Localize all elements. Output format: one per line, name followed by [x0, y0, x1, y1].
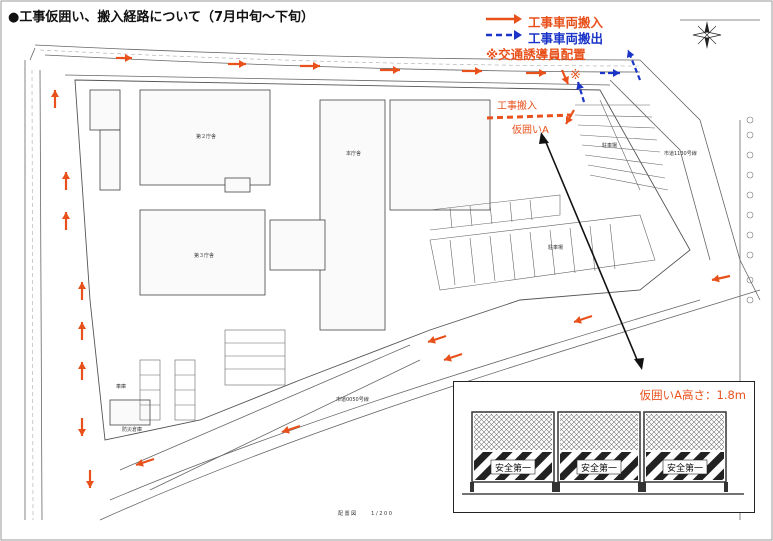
out-route-arrow-head [626, 50, 635, 58]
safety-first-text: 安全第一 [495, 462, 531, 474]
fence-a-line [486, 113, 573, 120]
mesh-panel [560, 414, 638, 450]
in-route-arrow-head [574, 315, 582, 324]
fence-panel: 安全第一 [470, 411, 556, 492]
out-route-arrow-head [576, 82, 584, 90]
in-route-arrow-head [78, 362, 86, 369]
building-3-label: 第３庁舎 [194, 253, 215, 259]
in-route-arrow-head [393, 66, 400, 74]
in-route-arrow-head [51, 90, 59, 97]
in-route-arrow-head [566, 115, 573, 124]
fence-elevation-inset: 仮囲いA高さ：1.8m 安全第一 安全第一 安全第一 [453, 381, 755, 513]
in-route-arrow-head [539, 69, 546, 77]
mesh-panel [474, 414, 552, 450]
entry-label: 工事搬入 [497, 101, 537, 112]
fence-panel: 安全第一 [642, 411, 728, 492]
road-label-east: 市道1130号線 [664, 151, 697, 157]
parking-label-a: 駐車場 [602, 143, 618, 149]
in-route-arrow-head [561, 75, 569, 84]
fence-panel: 安全第一 [556, 411, 642, 492]
in-route-arrow-head [62, 212, 70, 219]
in-route-arrow-head [239, 60, 246, 68]
disaster-storage-label: 防災倉庫 [122, 427, 143, 433]
in-route-arrow-head [712, 274, 720, 283]
in-route-arrow-head [428, 335, 436, 344]
garage-label: 車庫 [116, 384, 127, 390]
legend-in-arrow [486, 14, 522, 24]
in-route-arrow-head [86, 481, 94, 488]
leader-line [539, 132, 644, 370]
scale-label: 配 置 図 1 / 2 0 0 [338, 511, 392, 517]
in-route-arrow-head [62, 172, 70, 179]
main-building-label: 本庁舎 [346, 151, 362, 157]
in-route-arrow-head [313, 62, 320, 70]
fence-a-label: 仮囲いA [512, 125, 549, 136]
safety-first-text: 安全第一 [581, 462, 617, 474]
out-route-arrow-head [613, 69, 620, 77]
in-route-arrow-head [78, 322, 86, 329]
legend-guard-label: ※交通誘導員配置 [486, 47, 586, 62]
legend-in-label: 工事車両搬入 [528, 15, 604, 30]
building-2-label: 第２庁舎 [196, 134, 217, 140]
in-route-arrow-head [78, 282, 86, 289]
parking-label-b: 駐車場 [548, 245, 564, 251]
mesh-panel [646, 414, 724, 450]
in-route-arrow-head [444, 353, 452, 362]
page-title: ●工事仮囲い、搬入経路について（7月中旬〜下旬） [8, 10, 314, 25]
legend-out-label: 工事車両搬出 [528, 31, 604, 46]
safety-first-text: 安全第一 [667, 462, 703, 474]
legend-out-arrow [486, 30, 522, 40]
in-route-arrow-head [475, 67, 482, 75]
guard-mark: ※ [570, 68, 581, 83]
north-arrow-icon [692, 21, 722, 49]
fence-height-label: 仮囲いA高さ：1.8m [639, 388, 746, 402]
in-route-arrow-head [282, 425, 290, 434]
in-route-arrow-head [78, 429, 86, 436]
in-route-arrow-head [125, 54, 132, 62]
in-route-arrow-head [136, 458, 144, 467]
road-label-south: 市道0050号線 [336, 397, 369, 403]
fence-elevation-drawing: 安全第一 安全第一 安全第一 [462, 411, 744, 495]
